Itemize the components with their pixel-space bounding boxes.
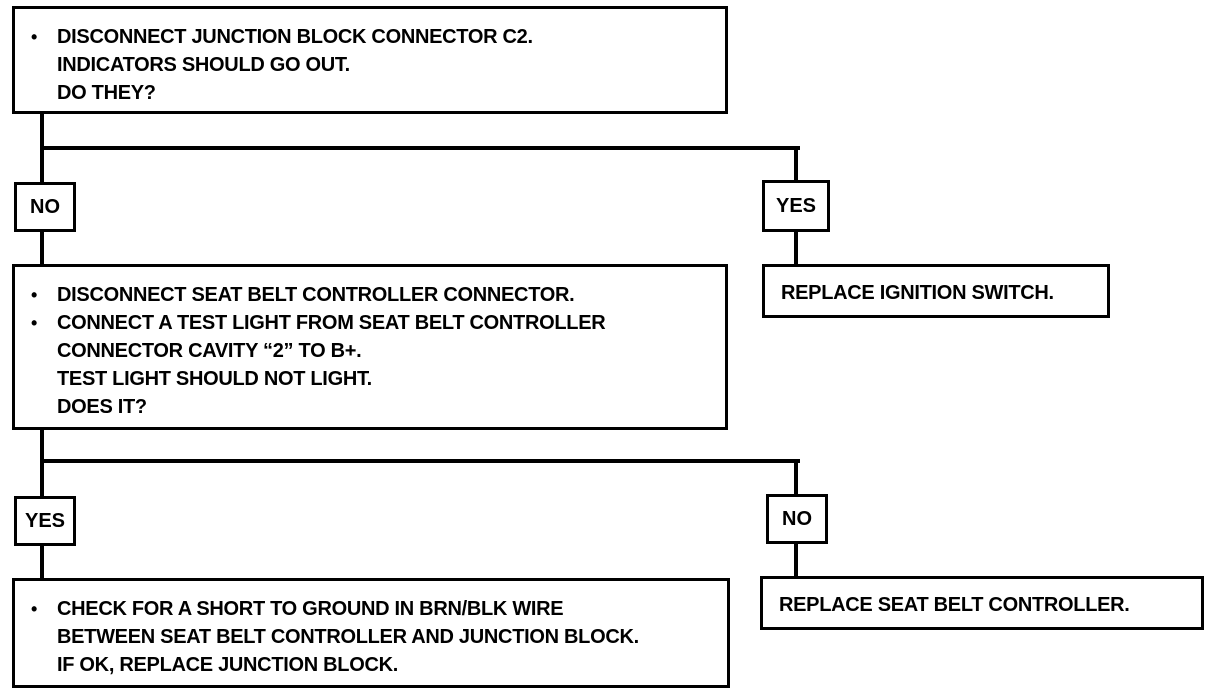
bullet-icon: •	[31, 599, 38, 619]
step2-line: CONNECT A TEST LIGHT FROM SEAT BELT CONT…	[57, 312, 606, 334]
connector-no1-to-step2	[40, 230, 44, 266]
step1-no-label: NO	[14, 182, 76, 232]
step3-box: • CHECK FOR A SHORT TO GROUND IN BRN/BLK…	[12, 578, 730, 688]
connector-yes2-to-step3	[40, 544, 44, 580]
step2-bullet-row: • DISCONNECT SEAT BELT CONTROLLER CONNEC…	[31, 281, 725, 309]
connector-step1-branch	[40, 146, 800, 150]
connector-step2-down	[40, 428, 44, 498]
step1-bullet-row: • DISCONNECT JUNCTION BLOCK CONNECTOR C2…	[31, 23, 725, 51]
result-replace-seat-belt-controller: REPLACE SEAT BELT CONTROLLER.	[760, 576, 1204, 630]
bullet-icon: •	[31, 313, 38, 333]
step2-line: CONNECTOR CAVITY “2” TO B+.	[57, 340, 362, 362]
result-replace-ignition-switch: REPLACE IGNITION SWITCH.	[762, 264, 1110, 318]
step3-bullet-row: • CHECK FOR A SHORT TO GROUND IN BRN/BLK…	[31, 595, 727, 623]
connector-yes1-to-result	[794, 230, 798, 266]
step2-bullet-row: • CONNECT A TEST LIGHT FROM SEAT BELT CO…	[31, 309, 725, 337]
step3-line: CHECK FOR A SHORT TO GROUND IN BRN/BLK W…	[57, 598, 564, 620]
step2-line: DOES IT?	[57, 396, 147, 418]
step1-line: DO THEY?	[57, 82, 156, 104]
connector-yes1-down	[794, 146, 798, 182]
step2-line: DISCONNECT SEAT BELT CONTROLLER CONNECTO…	[57, 284, 575, 306]
connector-no2-down	[794, 459, 798, 495]
step2-box: • DISCONNECT SEAT BELT CONTROLLER CONNEC…	[12, 264, 728, 430]
step2-line: TEST LIGHT SHOULD NOT LIGHT.	[57, 368, 372, 390]
bullet-icon: •	[31, 27, 38, 47]
step2-yes-label: YES	[14, 496, 76, 546]
connector-no2-to-result	[794, 542, 798, 578]
result-ignition-text: REPLACE IGNITION SWITCH.	[781, 282, 1054, 304]
step1-line: DISCONNECT JUNCTION BLOCK CONNECTOR C2.	[57, 26, 533, 48]
bullet-icon: •	[31, 285, 38, 305]
step1-yes-label: YES	[762, 180, 830, 232]
step3-line: BETWEEN SEAT BELT CONTROLLER AND JUNCTIO…	[57, 626, 639, 648]
step2-no-label: NO	[766, 494, 828, 544]
step1-box: • DISCONNECT JUNCTION BLOCK CONNECTOR C2…	[12, 6, 728, 114]
connector-step2-branch	[40, 459, 800, 463]
step3-line: IF OK, REPLACE JUNCTION BLOCK.	[57, 654, 399, 676]
result-controller-text: REPLACE SEAT BELT CONTROLLER.	[779, 594, 1130, 616]
step1-line: INDICATORS SHOULD GO OUT.	[57, 54, 350, 76]
